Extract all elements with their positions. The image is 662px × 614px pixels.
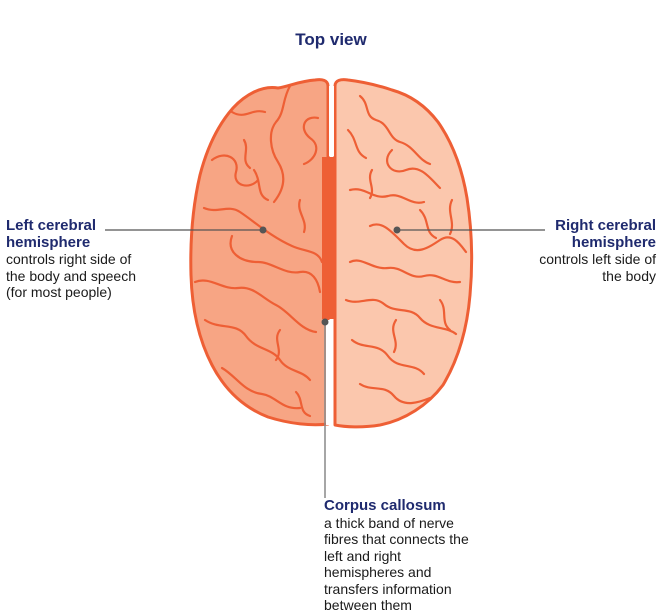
- corpus-callosum-heading: Corpus callosum: [324, 497, 446, 514]
- diagram-title: Top view: [295, 30, 367, 49]
- corpus-callosum-description: a thick band of nerve fibres that connec…: [324, 514, 469, 614]
- right-gyri: [344, 94, 468, 405]
- left-hemisphere-label: Left cerebral hemisphere controls right …: [6, 217, 146, 301]
- pointer-dot-left: [259, 226, 267, 234]
- fissure-bottom: [326, 320, 332, 425]
- left-hemisphere-heading: Left cerebral hemisphere: [6, 217, 97, 251]
- pointer-dot-right: [393, 226, 401, 234]
- fissure-top: [329, 86, 334, 156]
- left-gyri: [193, 84, 324, 418]
- right-hemisphere-heading: Right cerebral hemisphere: [555, 217, 656, 251]
- corpus-callosum-label: Corpus callosum a thick band of nerve fi…: [324, 497, 484, 614]
- pointer-dot-corpus: [321, 318, 329, 326]
- corpus-callosum: [322, 157, 334, 319]
- left-hemisphere: [189, 78, 330, 427]
- right-hemisphere-label: Right cerebral hemisphere controls left …: [516, 217, 656, 284]
- right-hemisphere-description: controls left side of the body: [539, 251, 656, 284]
- right-hemisphere: [333, 78, 474, 429]
- left-hemisphere-description: controls right side of the body and spee…: [6, 251, 136, 300]
